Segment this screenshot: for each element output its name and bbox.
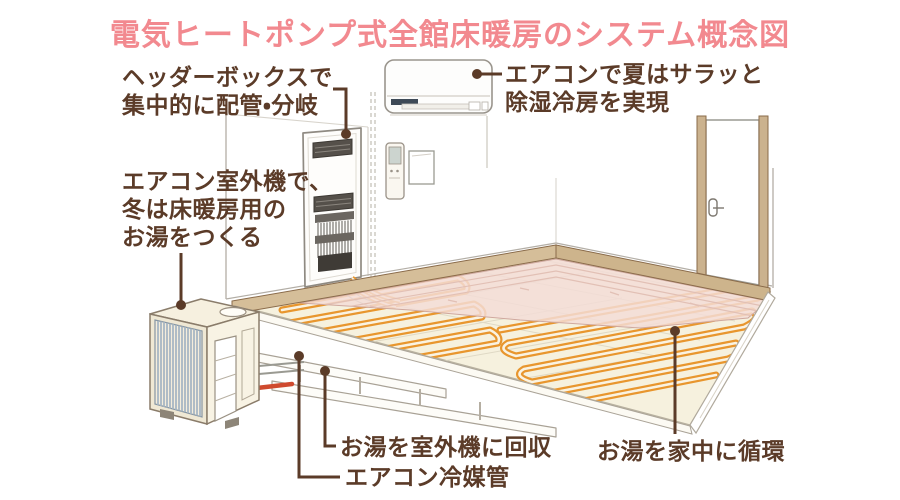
callout-label-aircon: エアコンで夏はサラッと 除湿冷房を実現 xyxy=(505,61,764,116)
remote-controls xyxy=(385,142,435,200)
door-frame-left-post xyxy=(696,115,707,276)
outdoor-unit-control-column xyxy=(214,335,237,422)
ac-vent-flap xyxy=(401,103,481,110)
callout-label-header-box: ヘッダーボックスで 集中的に配管・分岐 xyxy=(122,64,333,119)
door-handle-icon xyxy=(708,198,724,217)
callout-line-refrigerant-pipe xyxy=(294,351,340,479)
header-box xyxy=(302,127,362,288)
callout-line-header-box xyxy=(333,87,351,139)
wall-air-conditioner xyxy=(384,59,493,116)
callout-connectors xyxy=(176,69,680,479)
callout-label-refrigerant-pipe: エアコン冷媒管 xyxy=(345,464,510,490)
door-frame-right-post xyxy=(758,115,769,289)
callout-line-outdoor-unit xyxy=(176,253,186,310)
wall-conduit-lines xyxy=(370,92,376,283)
callout-label-hot-water-circulation: お湯を家中に循環 xyxy=(597,438,785,464)
callout-label-hot-water-return: お湯を室外機に回収 xyxy=(340,434,552,460)
refrigerant-pipe xyxy=(254,381,295,391)
wall-switch-panel xyxy=(408,150,435,185)
callout-line-hot-water-return xyxy=(320,366,336,448)
header-box-vent-slots xyxy=(312,138,354,213)
pink-flooring-overlay xyxy=(299,258,770,329)
header-box-manifold xyxy=(315,211,354,272)
callout-line-aircon xyxy=(472,69,502,79)
outdoor-unit-top-vent xyxy=(219,306,247,318)
door xyxy=(696,115,769,289)
callout-line-hot-water-circulation xyxy=(670,326,680,434)
room-walls xyxy=(225,92,774,300)
flooring-plank-lines xyxy=(300,264,768,322)
diagram-title: 電気ヒートポンプ式全館床暖房のシステム概念図 xyxy=(109,19,791,52)
callout-label-outdoor-unit: エアコン室外機で、 冬は床暖房用の お湯をつくる xyxy=(122,168,333,251)
ac-display xyxy=(391,99,418,105)
